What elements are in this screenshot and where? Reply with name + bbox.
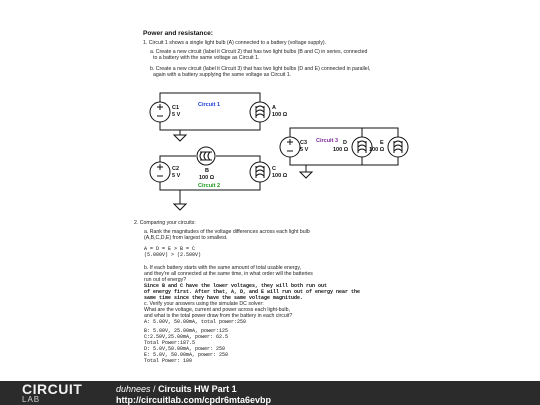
q1-a-line2: to a battery with the same voltage as Ci… [153,55,260,61]
circuitlab-logo-sub: LAB [22,395,40,404]
bulb-a-name: A [272,105,276,111]
result-d: D: 5.0V,50.00mA, power: 250 [144,346,226,352]
circuit-3-label: Circuit 3 [316,138,339,144]
q2-b-answer-line1: Since B and C have the lower voltages, t… [144,283,328,289]
bulb-b-name: B [205,168,209,174]
result-total-circuit-2: Total Power:187.5 [144,340,196,346]
q2-rank-line2: (5.000V) > (2.500V) [144,252,202,258]
battery-c3-name: C3 [300,140,308,146]
bulb-c-resistance: 100 Ω [272,173,288,179]
q1-a-line1: a. Create a new circuit (label it Circui… [150,49,368,55]
battery-c3-voltage: 5 V [300,147,309,153]
q2-c-line3: and what is the total power draw from th… [144,313,293,319]
bulb-a-icon [249,101,271,123]
title-separator: / [150,384,159,394]
bulb-c-name: C [272,166,276,172]
bulb-e-icon [387,136,409,158]
battery-c3-icon [279,136,301,158]
bulb-d-name: D [343,140,347,146]
result-e: E: 5.0V, 50.00mA, power: 250 [144,352,229,358]
q2-c-line2: What are the voltage, current and power … [144,307,290,313]
circuit-1-label: Circuit 1 [198,102,221,108]
q2-rank-line1: A = D = E > B = C [144,246,196,252]
footer-bar [0,381,540,405]
battery-c1-voltage: 5 V [172,112,181,118]
footer-title: duhnees / Circuits HW Part 1 [116,384,237,394]
bulb-b-icon [196,146,216,166]
q2-b-answer-line2: of energy first. After that, A, D, and E… [144,289,361,295]
page-title: Power and resistance: [143,30,213,37]
q2-a-line2: (A,B,C,D,E) from largest to smallest. [144,235,228,241]
q2-b-line1: b. If each battery starts with the same … [144,265,302,271]
bulb-d-resistance: 100 Ω [333,147,349,153]
q2-b-line3: run out of energy? [144,277,187,283]
bulb-a-resistance: 100 Ω [272,112,288,118]
circuit-3 [279,127,409,179]
circuit-2-label: Circuit 2 [198,183,221,189]
q1-b-line2: again with a battery supplying the same … [153,72,292,78]
battery-c2-name: C2 [172,166,180,172]
result-c: C:2.50V,25.00mA, power: 62.5 [144,334,229,340]
battery-c1-icon [149,101,171,123]
q2-c-line1: c. Verify your answers using the simulat… [144,301,264,307]
battery-c2-voltage: 5 V [172,173,181,179]
circuitlab-logo[interactable]: CIRCUIT [22,381,83,397]
battery-c1-name: C1 [172,105,180,111]
bulb-b-resistance: 100 Ω [199,175,215,181]
circuit-2 [149,146,271,211]
result-total-circuit-3: Total Power: 100 [144,358,193,364]
bulb-e-resistance: 100 Ω [369,147,385,153]
result-b: B: 5.00V, 25.00mA, power:125 [144,328,229,334]
battery-c2-icon [149,161,171,183]
result-a: A: 5.00V, 50.00mA, total power:250 [144,319,247,325]
circuit-1 [149,92,271,142]
logo-lab-text: LAB [22,395,41,404]
document-title: Circuits HW Part 1 [158,384,237,394]
q1-intro: 1. Circuit 1 shows a single light bulb (… [143,40,327,46]
bulb-e-name: E [380,140,384,146]
bulb-d-icon [351,136,373,158]
q2-title: 2. Comparing your circuits: [134,220,196,226]
q1-b-line1: b. Create a new circuit (label it Circui… [150,66,371,72]
q2-a-line1: a. Rank the magnitudes of the voltage di… [144,229,310,235]
q2-b-line2: and they're all connected at the same ti… [144,271,313,277]
author-link[interactable]: duhnees [116,384,151,394]
q2-b-answer-line3: same time since they have the same volta… [144,295,304,301]
bulb-c-icon [249,161,271,183]
document-url[interactable]: http://circuitlab.com/cpdr6mta6evbp [116,395,272,405]
